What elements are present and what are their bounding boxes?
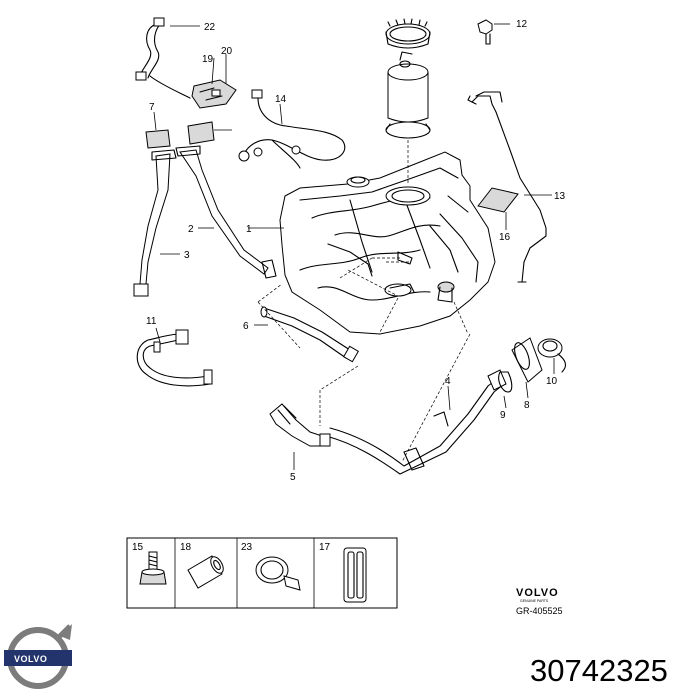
sleeve-18 bbox=[187, 555, 224, 589]
callout-13: 13 bbox=[554, 191, 566, 202]
logo-wordmark: VOLVO bbox=[14, 654, 47, 664]
brand-subtitle: GENUINE PARTS bbox=[520, 599, 549, 603]
fuel-tank bbox=[279, 151, 496, 335]
callout-2: 2 bbox=[188, 224, 194, 235]
assembly-lines bbox=[257, 257, 471, 463]
hose-11 bbox=[136, 329, 213, 387]
volvo-reference-block: VOLVO GENUINE PARTS GR-405525 bbox=[516, 587, 563, 616]
strap-3 bbox=[133, 149, 177, 297]
leader-lines bbox=[153, 25, 555, 470]
fuel-cap-10 bbox=[537, 338, 567, 373]
pad-7 bbox=[145, 129, 171, 149]
harness-14 bbox=[238, 89, 346, 169]
callout-7: 7 bbox=[149, 102, 155, 113]
legend-17: 17 bbox=[319, 542, 331, 553]
seal-9 bbox=[498, 371, 513, 393]
brand-text: VOLVO bbox=[516, 587, 559, 599]
fitting-12 bbox=[477, 19, 510, 45]
hose-clamp-23 bbox=[255, 556, 301, 591]
callout-labels: 22 19 20 7 14 12 13 16 1 2 3 11 6 4 5 9 … bbox=[146, 19, 566, 483]
callout-9: 9 bbox=[500, 410, 506, 421]
callout-12: 12 bbox=[516, 19, 528, 30]
filler-ring-8 bbox=[511, 337, 543, 383]
filler-pipe-4 bbox=[325, 369, 507, 475]
callout-1: 1 bbox=[246, 224, 252, 235]
bolt-15 bbox=[139, 551, 167, 585]
strap-2 bbox=[175, 145, 277, 279]
callout-14: 14 bbox=[275, 94, 287, 105]
callout-3: 3 bbox=[184, 250, 190, 261]
clip-17 bbox=[343, 547, 367, 603]
callout-11: 11 bbox=[146, 316, 157, 327]
callout-21: 22 bbox=[204, 22, 216, 33]
callout-20: 20 bbox=[221, 46, 233, 57]
callout-10: 10 bbox=[546, 376, 558, 387]
callout-19: 19 bbox=[202, 54, 214, 65]
wiring-harness-21 bbox=[135, 17, 191, 99]
legend-23: 23 bbox=[241, 542, 253, 553]
fuel-pump-assembly bbox=[385, 18, 431, 184]
volvo-logo: VOLVO bbox=[4, 624, 72, 689]
legend-18: 18 bbox=[180, 542, 192, 553]
pad-22 bbox=[187, 121, 215, 145]
small-parts-legend: 15 18 23 17 bbox=[126, 537, 398, 609]
hose-5 bbox=[269, 403, 331, 447]
bracket-19-20 bbox=[191, 79, 237, 109]
callout-4: 4 bbox=[445, 376, 451, 387]
callout-6: 6 bbox=[243, 321, 249, 332]
reference-number: GR-405525 bbox=[516, 606, 563, 616]
callout-5: 5 bbox=[290, 472, 296, 483]
vent-pipe bbox=[467, 91, 547, 283]
legend-15: 15 bbox=[132, 542, 144, 553]
callout-8: 8 bbox=[524, 400, 530, 411]
hose-6 bbox=[260, 306, 360, 363]
pad-16 bbox=[477, 187, 519, 213]
callout-16: 16 bbox=[499, 232, 511, 243]
part-number: 30742325 bbox=[530, 653, 668, 688]
